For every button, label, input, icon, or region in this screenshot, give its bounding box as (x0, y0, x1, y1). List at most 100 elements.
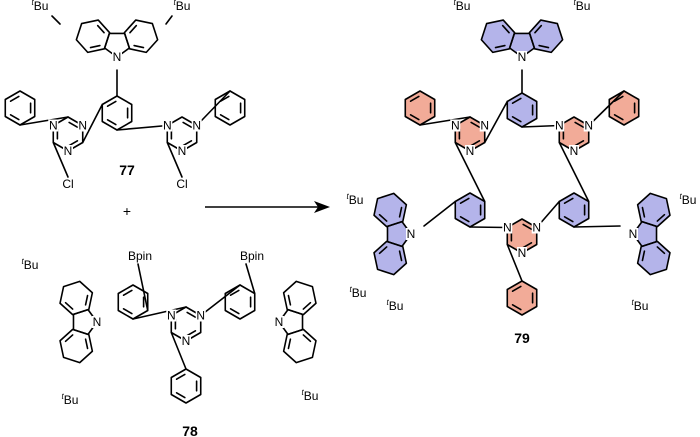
cpd77-carbazole-benzo-a-double-bond (96, 24, 105, 34)
single-bond (506, 243, 523, 282)
cpd77-phenyl-right-double-bond (219, 113, 230, 121)
cpd79-tbu-6: tBu (632, 298, 649, 314)
cpd78-carbazole-right-pyrrole-fill (279, 309, 303, 335)
cpd78-carbazole-left-benzo-a-double-bond (84, 338, 89, 350)
cpd78-carbazole-right-benzo-a (282, 280, 317, 316)
single-bond (245, 263, 256, 295)
cpd77-tbu-right: tBu (174, 0, 191, 13)
cpd79-triazine-left-n0: N (466, 144, 475, 158)
cpd79-carbazole-top-n: N (518, 50, 527, 64)
cpd79-triazine-left-double-bond (470, 139, 481, 147)
cpd78-triazine-n1: N (167, 309, 176, 323)
cpd78-carbazole-left-n: N (93, 315, 102, 329)
cpd78-bpin-right-bg (239, 250, 265, 262)
cpd77-triazine-left-n1: N (49, 119, 58, 133)
cpd79-carbazole-right-pyrrole-fill (633, 221, 657, 247)
cpd79-phenyl-right-double-bond (613, 113, 624, 121)
cpd78-carbazole-right-benzo-a-fill (283, 281, 316, 315)
cpd77-triazine-left-n2: N (78, 119, 87, 133)
cpd77-triazine-left-n1-bg (48, 119, 59, 132)
cpd79-phenyl-left-double-bond (409, 113, 420, 121)
cpd78-tbu-1: tBu (22, 257, 39, 273)
single-bond (81, 103, 104, 144)
single-bond (423, 200, 457, 227)
cpd77-triazine-left-double-bond (68, 139, 79, 147)
cpd78-carbazole-left-pyrrole-fill (73, 309, 97, 335)
cpd78-carbazole-left-n-bg (92, 316, 102, 328)
cpd79-carbazole-top-benzo-a (480, 19, 516, 54)
cpd79-benzene-left-double-bond (459, 197, 470, 205)
single-bond (52, 141, 69, 178)
cpd79-triazine-right-n1: N (555, 119, 564, 133)
cpd78-tbu-3: tBu (350, 285, 367, 301)
single-bond (521, 124, 561, 128)
cpd77-triazine-left-n2-bg (77, 119, 88, 132)
cpd79-tbu-1: tBu (454, 0, 471, 13)
single-bond (419, 116, 471, 126)
cpd79-triazine-left-n0-bg (465, 145, 475, 157)
cpd77-triazine-right-n0: N (178, 144, 187, 158)
cpd79-carbazole-left-benzo-b-double-bond (398, 206, 403, 218)
cpd79-triazine-bottom-double-bond (522, 223, 533, 231)
cpd78-triazine-n2: N (196, 309, 205, 323)
single-bond (195, 90, 231, 127)
cpd78-aryl-left-double-bond (122, 289, 133, 297)
cpd78-carbazole-right-benzo-a-double-bond (287, 294, 292, 306)
cpd78-carbazole-left-benzo-b (59, 280, 94, 316)
cpd79-triazine-bottom-n1-bg (502, 221, 513, 234)
cpd79-carbazole-right-benzo-a-double-bond (641, 206, 646, 218)
cpd79-carbazole-left-n-bg (406, 228, 416, 240)
cpd79-carbazole-top-benzo-b-double-bond (538, 44, 550, 49)
single-bond (454, 141, 486, 203)
cpd79-phenyl-left (404, 90, 436, 126)
cpd77-core-benzene-double-bond (106, 100, 117, 108)
compound-79-label: 79 (514, 330, 530, 346)
cpd79-carbazole-left-n: N (407, 227, 416, 241)
cpd77-cl-left-bg (60, 178, 76, 190)
cpd78-carbazole-right-benzo-b (282, 328, 317, 364)
cpd78-carbazole-right-n: N (275, 315, 284, 329)
cpd77-cl-right-bg (174, 178, 190, 190)
cpd78-carbazole-left-pyrrole (72, 308, 98, 336)
cpd77-carbazole-pyrrole (103, 32, 131, 58)
cpd79-triazine-left-n2: N (480, 119, 489, 133)
cpd78-carbazole-right-benzo-b-double-bond (302, 334, 312, 343)
single-bond (137, 263, 149, 312)
cpd77-phenyl-left-double-bond (9, 95, 20, 103)
cpd79-benzene-top-double-bond (511, 97, 522, 105)
cpd79-triazine-bottom-n0: N (518, 246, 527, 260)
cpd79-carbazole-right-n: N (629, 227, 638, 241)
single-bond (199, 284, 241, 317)
cpd78-carbazole-left-benzo-a-double-bond (64, 334, 74, 343)
cpd78-carbazole-left-benzo-a-fill (60, 329, 93, 363)
single-bond (483, 100, 509, 144)
cpd77-triazine-right-double-bond (182, 139, 193, 147)
cpd79-triazine-right-n0-bg (569, 145, 579, 157)
cpd78-carbazole-left-benzo-b-double-bond (64, 301, 74, 310)
cpd79-carbazole-top-benzo-a-double-bond (494, 44, 506, 49)
cpd79-benzene-right-double-bond (563, 197, 574, 205)
cpd79-carbazole-left-benzo-a (373, 240, 408, 276)
cpd79-carbazole-right-benzo-b-fill (637, 241, 670, 275)
single-bond (469, 226, 509, 229)
cpd79-phenyl-right-double-bond (613, 95, 624, 103)
cpd79-triazine-right-n1-bg (554, 119, 565, 132)
cpd78-carbazole-left-benzo-b-double-bond (84, 294, 89, 306)
cpd78-carbazole-left-benzo-a (59, 328, 94, 364)
cpd79-carbazole-top-benzo-a-double-bond (501, 24, 510, 34)
cpd79-tbu-4: tBu (387, 298, 404, 314)
cpd78-tbu-2: tBu (62, 392, 79, 408)
cpd77-triazine-right-n1: N (163, 119, 172, 133)
compound-77-label: 77 (119, 162, 135, 178)
cpd79-triazine-right-n0: N (570, 144, 579, 158)
cpd77-carbazole-benzo-b-fill (124, 20, 158, 53)
cpd79-carbazole-top-benzo-b-double-bond (534, 24, 543, 34)
cpd79-triazine-right-double-bond (574, 121, 585, 129)
cpd79-triazine-left-n1-bg (450, 119, 461, 132)
cpd78-bpin-left-bg (127, 250, 153, 262)
cpd79-carbazole-left-pyrrole (386, 220, 412, 248)
cpd77-triazine-left-double-bond (68, 121, 79, 129)
cpd78-carbazole-right-benzo-a-double-bond (302, 301, 312, 310)
